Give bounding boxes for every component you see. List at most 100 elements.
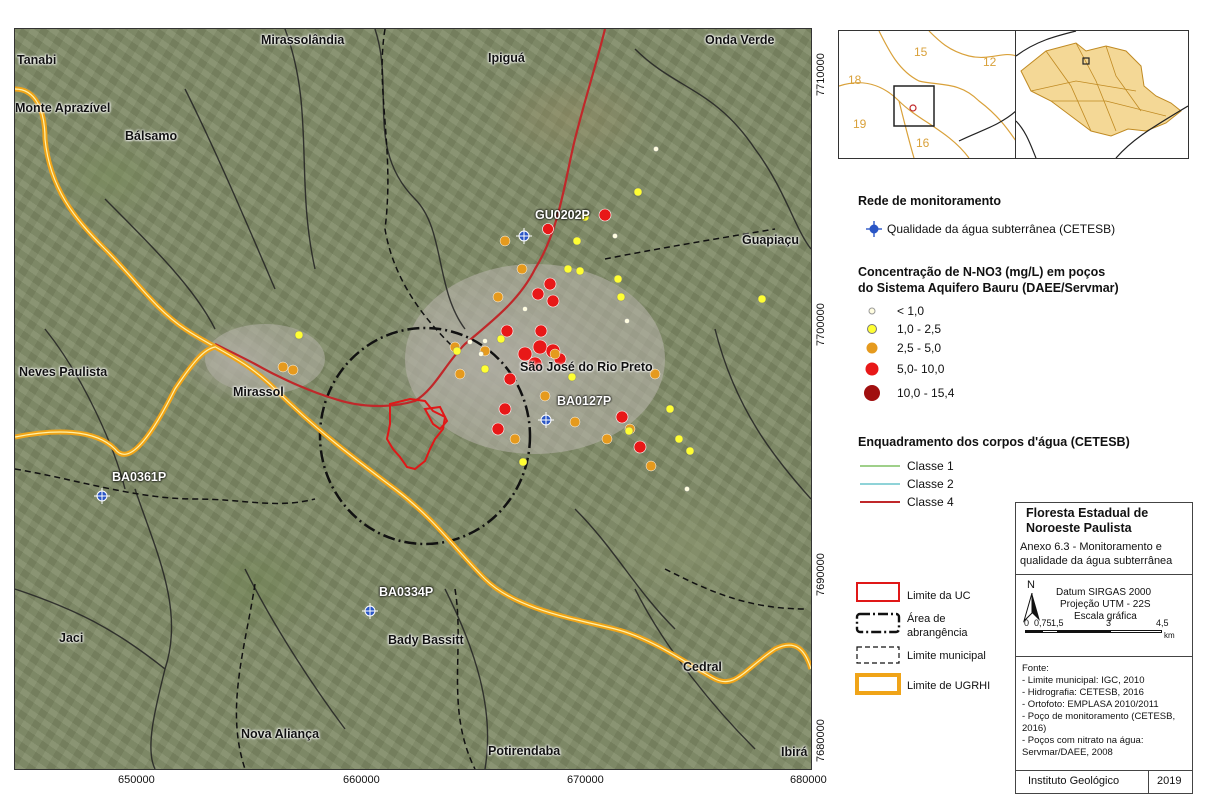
source-line-5: 2016) — [1022, 723, 1047, 734]
projection-block: N Datum SIRGAS 2000 Projeção UTM - 22S E… — [1015, 574, 1193, 658]
nitrate-point — [674, 434, 684, 444]
nitrate-point — [546, 294, 560, 308]
place-ibira: Ibirá — [781, 745, 808, 759]
river-network — [15, 29, 811, 769]
source-line-6: - Poços com nitrato na água: — [1022, 735, 1144, 746]
well-label-ba0127p: BA0127P — [557, 394, 612, 408]
legend-water-title: Enquadramento dos corpos d'água (CETESB) — [858, 435, 1130, 449]
ugrhi-12: 12 — [983, 55, 997, 69]
inset-ugrhi: 18 15 12 19 16 — [838, 30, 1017, 159]
scale-label-0: 0 — [1024, 618, 1030, 628]
nitrate-point — [569, 416, 581, 428]
inset-state — [1015, 30, 1189, 159]
place-nova-alianca: Nova Aliança — [241, 727, 320, 741]
nitrate-point — [653, 146, 659, 152]
place-mirassolandia: Mirassolândia — [261, 33, 345, 47]
legend-monitoring-item: Qualidade da água subterrânea (CETESB) — [887, 222, 1116, 236]
nitrate-point — [503, 372, 517, 386]
nitrate-point — [287, 364, 299, 376]
subtitle-line-2: qualidade da água subterrânea — [1020, 555, 1173, 567]
nitrate-point — [452, 346, 462, 356]
place-mirassol: Mirassol — [233, 385, 284, 399]
nitrate-point — [522, 306, 528, 312]
scale-label-45: 4,5 — [1156, 618, 1169, 628]
place-neves-paulista: Neves Paulista — [19, 365, 108, 379]
place-tanabi: Tanabi — [17, 53, 57, 67]
scale-bar — [1025, 630, 1175, 636]
nitrate-point — [598, 208, 612, 222]
limit-ugrhi: Limite de UGRHI — [907, 680, 991, 692]
source-line-2: - Hidrografia: CETESB, 2016 — [1022, 687, 1144, 698]
legend-nitrate-title-2: do Sistema Aquifero Bauru (DAEE/Servmar) — [858, 281, 1119, 295]
nitrate-points — [277, 146, 767, 492]
nitrate-point — [633, 440, 647, 454]
nitrate-point — [633, 187, 643, 197]
nitrate-point — [496, 334, 506, 344]
well-marker-gu0202p — [516, 228, 532, 244]
north-arrow-icon — [1022, 593, 1040, 623]
well-legend-icon — [866, 221, 882, 237]
nitrate-point — [499, 235, 511, 247]
x-tick-680000: 680000 — [790, 774, 827, 786]
projection-text: Projeção UTM - 22S — [1060, 599, 1151, 610]
limit-uc: Limite da UC — [907, 590, 971, 602]
nitrate-point — [616, 292, 626, 302]
limit-area-1: Área de — [907, 613, 946, 625]
nitrate-point — [478, 351, 484, 357]
nitrate-point — [549, 348, 561, 360]
area-abrangencia — [318, 326, 532, 546]
nitrate-point — [665, 404, 675, 414]
sources-block: Fonte: - Limite municipal: IGC, 2010 - H… — [1015, 656, 1193, 772]
nitrate-class-2: 1,0 - 2,5 — [897, 322, 942, 336]
datum-text: Datum SIRGAS 2000 — [1056, 587, 1152, 598]
water-class-2: Classe 2 — [907, 477, 954, 491]
nitrate-point — [757, 294, 767, 304]
well-marker-ba0361p — [94, 488, 110, 504]
nitrate-point — [567, 372, 577, 382]
nitrate-point — [532, 339, 548, 355]
ugrhi-15: 15 — [914, 45, 928, 59]
source-line-4: - Poço de monitoramento (CETESB, — [1022, 711, 1176, 722]
nitrate-class-4: 5,0- 10,0 — [897, 362, 945, 376]
municipal-limits — [15, 29, 806, 769]
nitrate-class-1: < 1,0 — [897, 304, 925, 318]
nitrate-point — [531, 287, 545, 301]
place-sao-jose: São José do Rio Preto — [520, 360, 653, 374]
ugrhi-limit-west — [15, 344, 216, 457]
limit-municipal: Limite municipal — [907, 650, 986, 662]
inset-state-drawing — [1016, 31, 1188, 158]
place-guapiacu: Guapiaçu — [742, 233, 799, 247]
scale-label-15: 1,5 — [1051, 618, 1064, 628]
nitrate-point — [685, 446, 695, 456]
inset-ugrhi-drawing — [839, 31, 1016, 158]
nitrate-point — [649, 368, 661, 380]
nitrate-point — [492, 291, 504, 303]
nitrate-point — [563, 264, 573, 274]
nitrate-point — [454, 368, 466, 380]
well-label-ba0334p: BA0334P — [379, 585, 434, 599]
nitrate-point — [542, 223, 554, 235]
nitrate-point — [612, 233, 618, 239]
scale-label-075: 0,75 — [1034, 618, 1052, 628]
place-cedral: Cedral — [683, 660, 722, 674]
institute-name: Instituto Geológico — [1028, 775, 1120, 787]
nitrate-point — [539, 390, 551, 402]
nitrate-point — [294, 330, 304, 340]
title-block: Floresta Estadual de Noroeste Paulista A… — [1015, 502, 1193, 576]
limits-legend-symbols — [855, 582, 901, 695]
map-frame[interactable]: Tanabi Mirassolândia Ipiguá Onda Verde M… — [14, 28, 812, 770]
year: 2019 — [1157, 775, 1182, 787]
nitrate-point — [509, 433, 521, 445]
nitrate-point — [516, 263, 528, 275]
x-tick-670000: 670000 — [567, 774, 604, 786]
nitrate-point — [615, 410, 629, 424]
place-onda-verde: Onda Verde — [705, 33, 775, 47]
nitrate-point — [534, 324, 548, 338]
scale-label-3: 3 — [1106, 618, 1112, 628]
water-class-4: Classe 4 — [907, 495, 954, 509]
source-line-3: - Ortofoto: EMPLASA 2010/2011 — [1022, 699, 1159, 710]
well-marker-ba0127p — [538, 412, 554, 428]
nitrate-point — [543, 277, 557, 291]
title-line-1: Floresta Estadual de — [1026, 506, 1149, 520]
x-tick-660000: 660000 — [343, 774, 380, 786]
